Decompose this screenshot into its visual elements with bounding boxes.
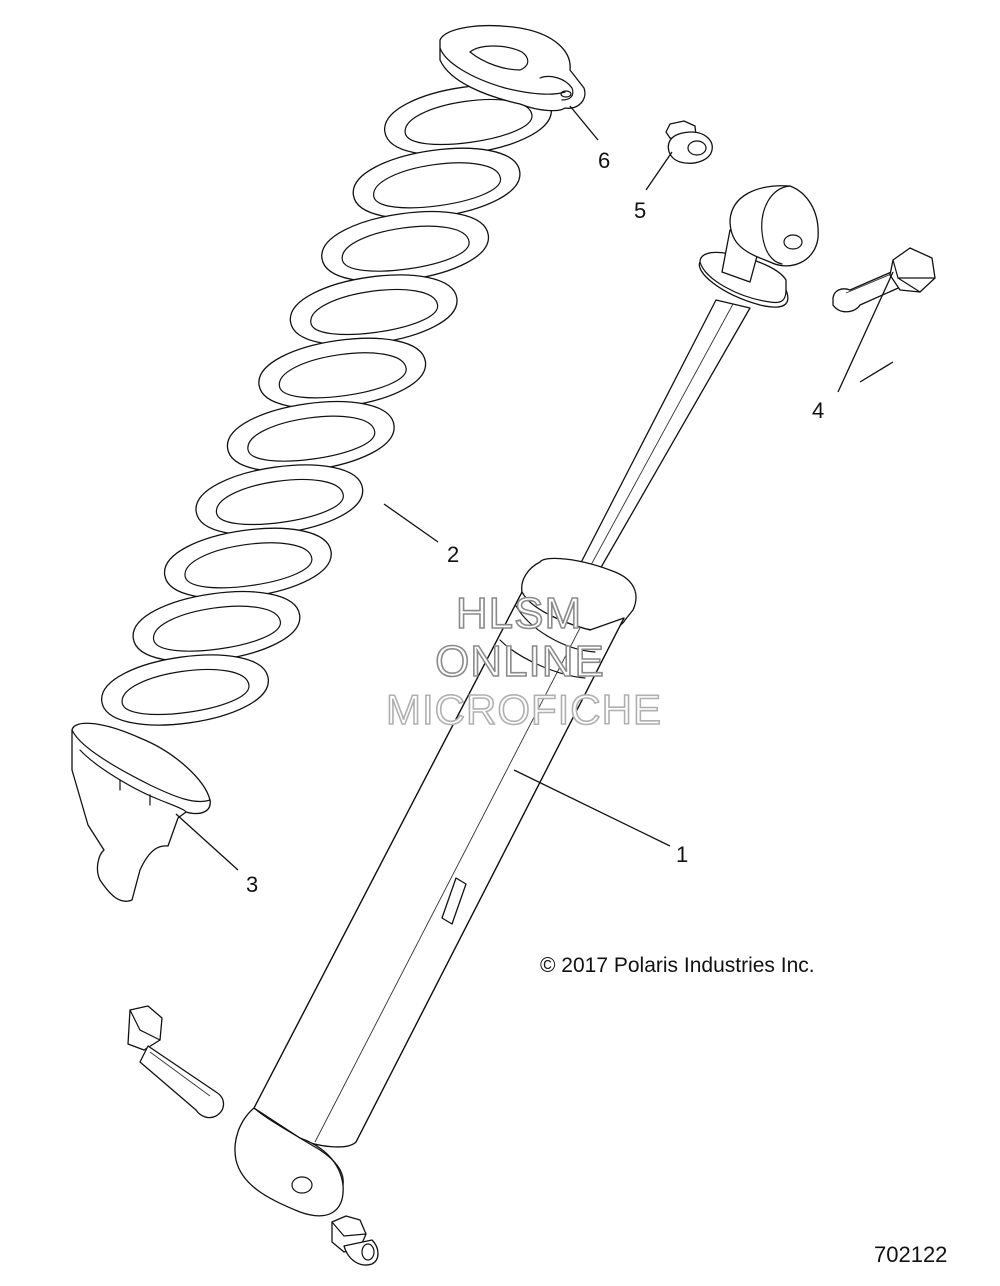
lower-mounting-bolt bbox=[127, 1005, 225, 1119]
upper-mounting-bolt bbox=[832, 247, 936, 313]
callout-2: 2 bbox=[447, 542, 459, 567]
lower-flange-nut bbox=[331, 1215, 379, 1266]
copyright-notice: © 2017 Polaris Industries Inc. bbox=[540, 954, 815, 977]
spring-coil-inner-edge bbox=[278, 352, 407, 399]
spring-coil-inner-edge bbox=[404, 98, 533, 146]
callout-1: 1 bbox=[676, 842, 688, 867]
watermark-line-1: HLSM bbox=[456, 589, 582, 638]
callout-6: 6 bbox=[598, 148, 610, 173]
upper-flange-nut bbox=[665, 120, 713, 164]
diagram-reference-number: 702122 bbox=[874, 1242, 947, 1267]
watermark-line-2: ONLINE bbox=[435, 637, 605, 686]
spring-coil bbox=[101, 654, 269, 726]
spring-coil-inner-edge bbox=[215, 478, 344, 526]
watermark: HLSM ONLINE MICROFICHE bbox=[385, 588, 662, 734]
callout-4: 4 bbox=[812, 398, 824, 423]
spring-coil-inner-edge bbox=[153, 605, 281, 652]
upper-spring-seat bbox=[439, 25, 586, 112]
spring-coil-inner-edge bbox=[373, 162, 502, 209]
coil-spring bbox=[101, 84, 552, 726]
spring-coil-inner-edge bbox=[184, 542, 313, 589]
lower-spring-seat bbox=[71, 722, 211, 902]
watermark-line-3: MICROFICHE bbox=[386, 686, 662, 733]
spring-coil-inner-edge bbox=[310, 288, 439, 336]
shock-absorber bbox=[234, 185, 819, 1217]
spring-coil-inner-edge bbox=[121, 668, 250, 716]
callouts: 6 5 4 2 1 3 bbox=[175, 105, 894, 897]
callout-3: 3 bbox=[246, 872, 258, 897]
spring-coil-inner-edge bbox=[341, 225, 470, 272]
callout-5: 5 bbox=[634, 198, 646, 223]
spring-coil-inner-edge bbox=[247, 415, 376, 462]
